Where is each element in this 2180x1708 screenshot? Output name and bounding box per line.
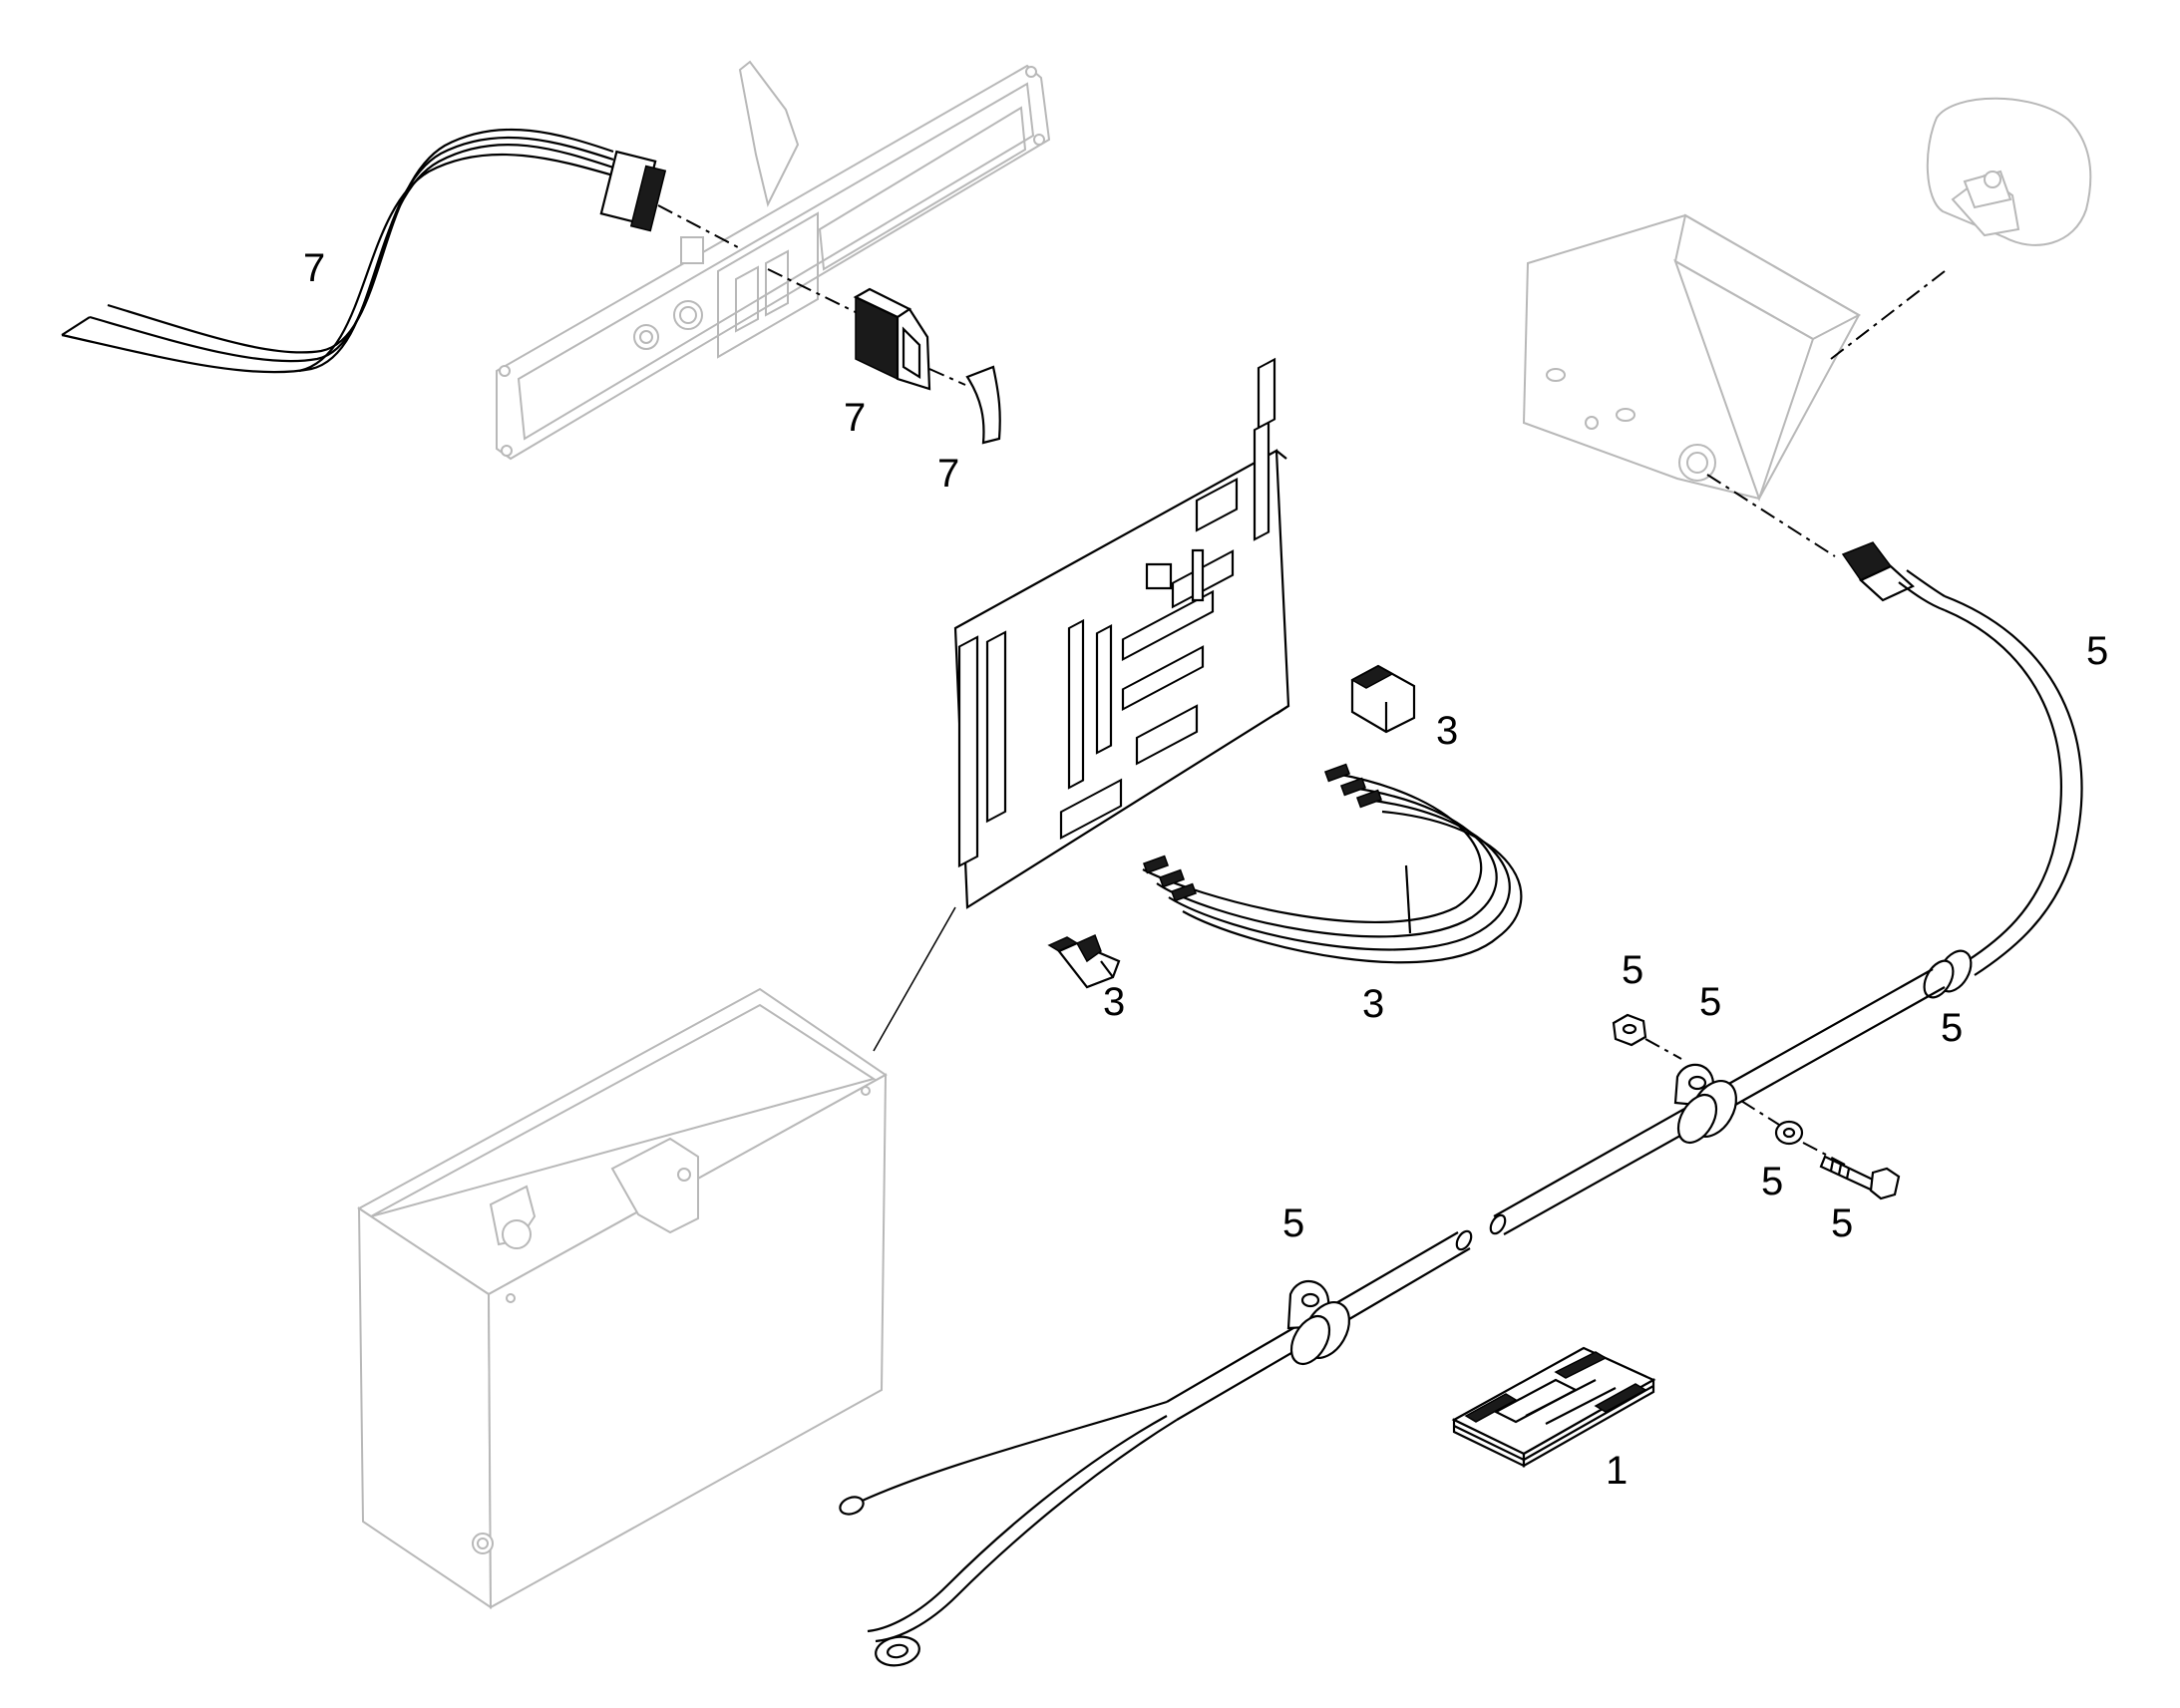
callout-washer: 5 (1761, 1160, 1783, 1203)
callout-harness: 7 (303, 246, 325, 290)
light-cable-assembly (839, 474, 2083, 1667)
callout-jumpers: 3 (1362, 982, 1384, 1026)
flat-washer (1740, 1100, 1846, 1166)
instruction-manual (1451, 1346, 1656, 1468)
relay (1350, 664, 1416, 734)
callout-bolt: 5 (1831, 1201, 1853, 1245)
callout-manual: 1 (1606, 1449, 1628, 1493)
panel-wiring-harness (61, 128, 739, 374)
control-box-enclosure (357, 987, 888, 1609)
callout-fuse: 3 (1103, 980, 1125, 1024)
callout-clamp-upper: 5 (1699, 980, 1721, 1024)
callout-clamp-lower: 5 (1282, 1201, 1304, 1245)
jumper-wires (1142, 763, 1523, 964)
work-light (1926, 97, 2092, 246)
callout-grommet: 5 (1941, 1006, 1963, 1050)
cable-clamp-lower (1286, 1279, 1351, 1365)
callout-nut: 5 (1622, 948, 1643, 992)
cable-clamp-upper (1673, 1063, 1738, 1144)
callout-switch: 7 (844, 396, 866, 440)
blade-fuse (1047, 933, 1121, 989)
circuit-board (873, 357, 1290, 1052)
hex-nut (1612, 1013, 1682, 1060)
callout-lens: 7 (937, 452, 959, 496)
switch-lens (965, 365, 1001, 445)
hex-bolt (1819, 1155, 1901, 1200)
callout-cable: 5 (2086, 629, 2108, 673)
rocker-switch (767, 268, 966, 391)
light-mounting-bracket (1522, 213, 1946, 503)
control-panel-bracket (496, 60, 1051, 461)
callout-relay: 3 (1436, 709, 1458, 753)
